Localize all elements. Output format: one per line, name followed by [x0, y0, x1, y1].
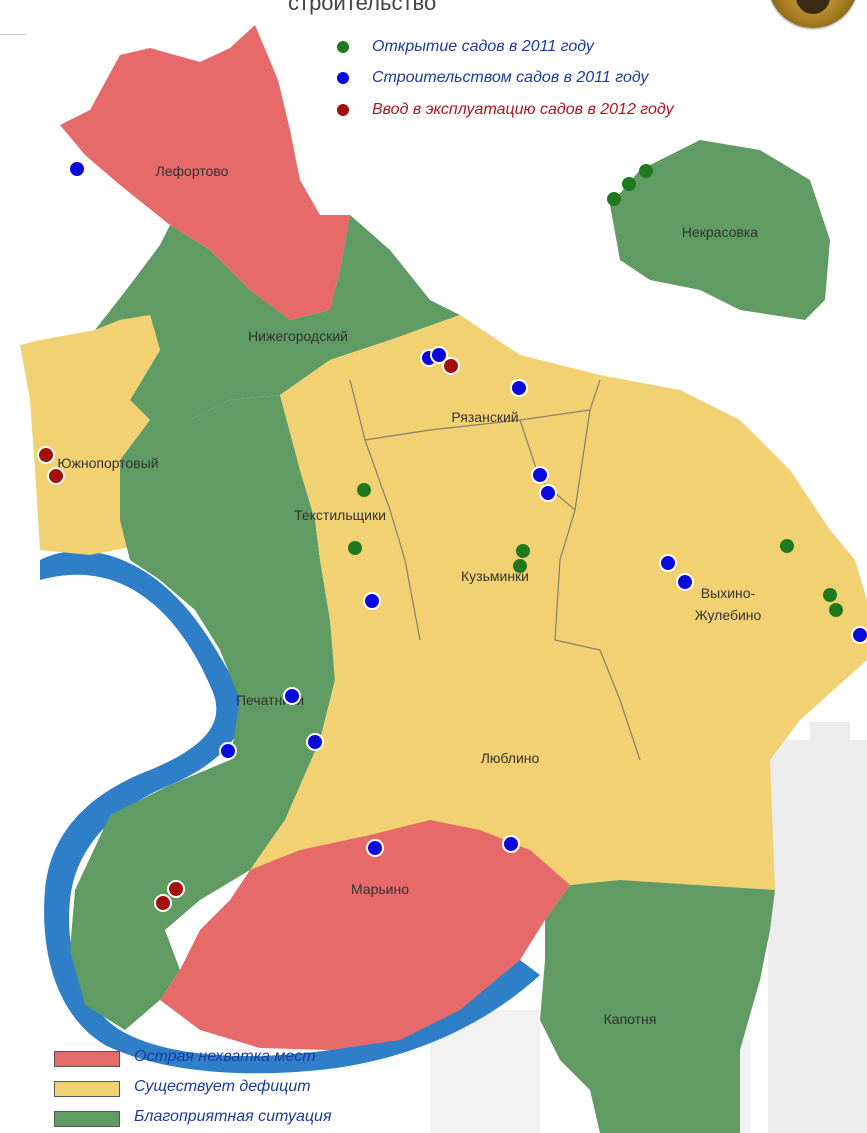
- red-marker-icon: [442, 357, 460, 375]
- blue-marker-icon: [510, 379, 528, 397]
- district-lefortovo: [60, 25, 350, 320]
- red-marker-icon: [47, 467, 65, 485]
- blue-marker-icon: [363, 592, 381, 610]
- red-marker-icon: [37, 446, 55, 464]
- green-marker-icon: [357, 483, 371, 497]
- green-marker-icon: [516, 544, 530, 558]
- red-swatch: [54, 1051, 120, 1067]
- markers: [37, 160, 867, 912]
- district-yuzhnoportovy: [20, 315, 160, 555]
- blue-dot-icon: [337, 72, 349, 84]
- district-label-nekrasovka: Некрасовка: [682, 224, 758, 240]
- district-central-yellow: [250, 315, 867, 890]
- blue-marker-icon: [659, 554, 677, 572]
- yellow-swatch: [54, 1081, 120, 1097]
- green-marker-icon: [639, 164, 653, 178]
- blue-marker-icon: [219, 742, 237, 760]
- emblem-center: [796, 0, 830, 14]
- slide-title-fragment: строительство: [288, 0, 437, 15]
- legend-label: Ввод в эксплуатацию садов в 2012 году: [372, 101, 674, 118]
- district-label-tekstilshchiki: Текстильщики: [294, 507, 386, 523]
- district-label-maryino: Марьино: [351, 881, 409, 897]
- legend-label: Острая нехватка мест: [134, 1048, 316, 1065]
- red-marker-icon: [154, 894, 172, 912]
- blue-marker-icon: [68, 160, 86, 178]
- green-marker-icon: [780, 539, 794, 553]
- legend-label: Благоприятная ситуация: [134, 1108, 332, 1125]
- district-labels: ЛефортовоНекрасовкаНижегородскийРязански…: [57, 163, 761, 1027]
- green-swatch: [54, 1111, 120, 1127]
- green-dot-icon: [337, 41, 349, 53]
- blue-marker-icon: [676, 573, 694, 591]
- blue-marker-icon: [306, 733, 324, 751]
- legend-label: Существует дефицит: [134, 1078, 311, 1095]
- red-marker-icon: [167, 880, 185, 898]
- green-marker-icon: [829, 603, 843, 617]
- legend-label: Открытие садов в 2011 году: [372, 38, 594, 55]
- district-nekrasovka: [610, 140, 830, 320]
- district-label-vykhino: Выхино-Жулебино: [695, 585, 762, 623]
- blue-marker-icon: [531, 466, 549, 484]
- district-label-lefortovo: Лефортово: [156, 163, 229, 179]
- blue-marker-icon: [283, 687, 301, 705]
- district-pechatniki: [70, 395, 335, 1030]
- blue-marker-icon: [502, 835, 520, 853]
- district-label-nizhegorodsky: Нижегородский: [248, 328, 348, 344]
- district-maryino: [160, 820, 570, 1050]
- blue-marker-icon: [430, 346, 448, 364]
- green-marker-icon: [348, 541, 362, 555]
- district-borders: [349, 379, 641, 761]
- green-marker-icon: [622, 177, 636, 191]
- green-marker-icon: [513, 559, 527, 573]
- blue-marker-icon: [366, 839, 384, 857]
- red-dot-icon: [337, 104, 349, 116]
- legend-label: Строительством садов в 2011 году: [372, 69, 649, 86]
- corner-divider: [0, 34, 26, 35]
- district-label-kuzminki: Кузьминки: [461, 568, 529, 584]
- district-label-kapotnya: Капотня: [604, 1011, 657, 1027]
- river-moskva: [40, 551, 540, 1074]
- district-nizhegorodsky: [95, 215, 460, 420]
- blue-marker-icon: [851, 626, 867, 644]
- district-kapotnya: [540, 880, 775, 1133]
- blue-marker-icon: [539, 484, 557, 502]
- district-label-ryazansky: Рязанский: [451, 409, 518, 425]
- district-label-yuzhnoportovy: Южнопортовый: [57, 455, 158, 471]
- district-label-lyublino: Люблино: [481, 750, 540, 766]
- green-marker-icon: [823, 588, 837, 602]
- green-marker-icon: [607, 192, 621, 206]
